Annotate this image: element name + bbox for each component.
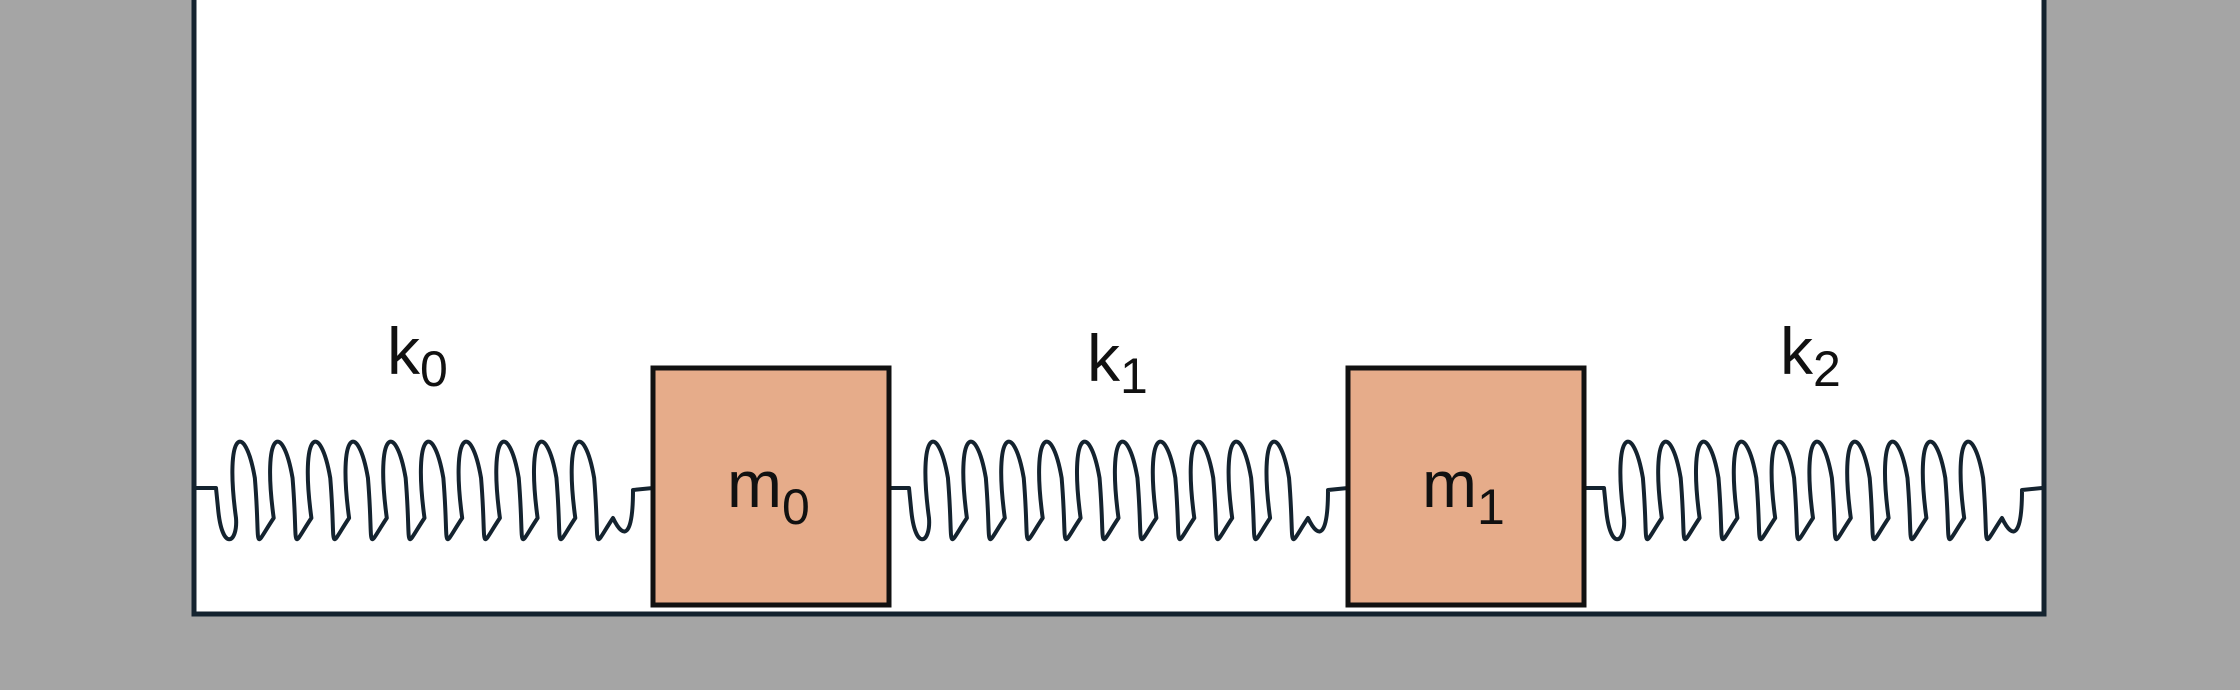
spring-k0-label: k0 xyxy=(387,314,448,397)
spring-k0-coil xyxy=(196,439,654,542)
container xyxy=(191,0,2047,617)
spring-k0 xyxy=(196,439,654,542)
mass-m1: m1 xyxy=(1345,365,1587,608)
mass-m0-label: m0 xyxy=(727,447,810,535)
mass-m0-block xyxy=(650,365,892,608)
mass-m0: m0 xyxy=(650,365,892,608)
mass-m1-label: m1 xyxy=(1422,447,1505,535)
spring-k1-label: k1 xyxy=(1087,321,1148,404)
spring-k2-coil xyxy=(1584,439,2043,542)
spring-k1 xyxy=(889,439,1349,542)
spring-k2-label: k2 xyxy=(1780,314,1841,397)
spring-k2 xyxy=(1584,439,2043,542)
mass-m1-block xyxy=(1345,365,1587,608)
spring-k1-coil xyxy=(889,439,1349,542)
